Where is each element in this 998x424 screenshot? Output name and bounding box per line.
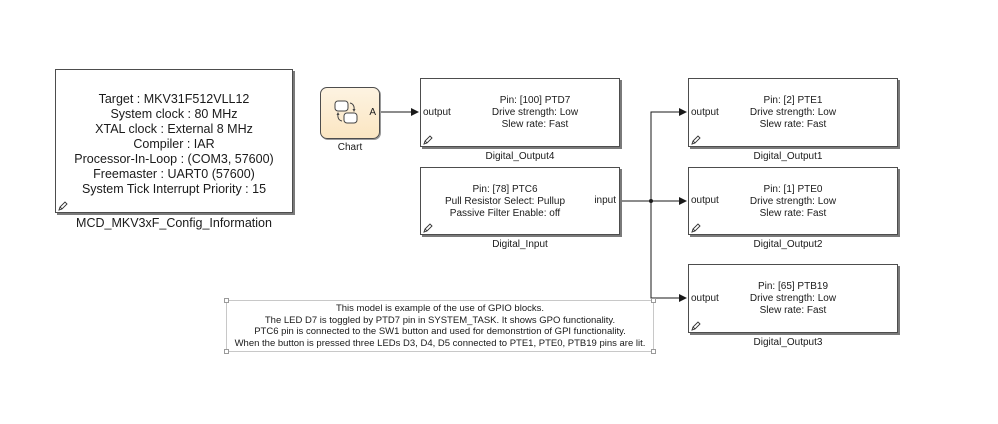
digital-output1-name[interactable]: Digital_Output1 (753, 151, 823, 162)
digital-output2-pin: Pin: [1] PTE0 (763, 184, 823, 195)
config-line-pil: Processor-In-Loop : (COM3, 57600) (74, 152, 274, 166)
digital-output2-block[interactable]: output Pin: [1] PTE0 Drive strength: Low… (688, 167, 898, 235)
config-line-compiler: Compiler : IAR (133, 137, 215, 151)
mask-pencil-icon (691, 135, 701, 145)
digital-output1-block[interactable]: output Pin: [2] PTE1 Drive strength: Low… (688, 78, 898, 147)
digital-input-filter: Passive Filter Enable: off (449, 208, 561, 219)
digital-output2-port: output (691, 195, 719, 206)
digital-output3-name[interactable]: Digital_Output3 (753, 337, 823, 348)
config-line-target: Target : MKV31F512VLL12 (98, 92, 250, 106)
digital-output1-slew: Slew rate: Fast (759, 119, 827, 130)
digital-input-pull: Pull Resistor Select: Pullup (444, 196, 566, 207)
signal-branch-output1[interactable] (650, 108, 687, 201)
digital-input-name[interactable]: Digital_Input (492, 239, 548, 250)
mask-pencil-icon (58, 201, 68, 211)
digital-output4-drive: Drive strength: Low (491, 107, 579, 118)
digital-output4-block[interactable]: output Pin: [100] PTD7 Drive strength: L… (420, 78, 620, 147)
annotation-resize-handle-br[interactable] (651, 349, 656, 354)
annotation-resize-handle-tl[interactable] (224, 298, 229, 303)
digital-output4-name[interactable]: Digital_Output4 (485, 151, 555, 162)
stateflow-chart-icon (334, 100, 358, 124)
digital-output4-slew: Slew rate: Fast (501, 119, 569, 130)
annotation-line-4: When the button is pressed three LEDs D3… (234, 337, 646, 349)
digital-input-block[interactable]: input Pin: [78] PTC6 Pull Resistor Selec… (420, 167, 620, 235)
digital-output1-port: output (691, 107, 719, 118)
branch-point (649, 199, 653, 203)
config-line-system-clock: System clock : 80 MHz (110, 107, 238, 121)
config-info-block[interactable]: Target : MKV31F512VLL12 System clock : 8… (55, 69, 293, 213)
mask-pencil-icon (423, 135, 433, 145)
digital-input-pin: Pin: [78] PTC6 (472, 184, 538, 195)
mask-pencil-icon (691, 223, 701, 233)
annotation-line-2: The LED D7 is toggled by PTD7 pin in SYS… (264, 314, 616, 326)
digital-output1-drive: Drive strength: Low (749, 107, 837, 118)
digital-input-port: input (594, 195, 616, 206)
chart-port-a: A (369, 107, 376, 118)
annotation-box[interactable]: This model is example of the use of GPIO… (226, 300, 654, 352)
config-line-systick: System Tick Interrupt Priority : 15 (81, 182, 267, 196)
digital-output3-slew: Slew rate: Fast (759, 305, 827, 316)
config-line-xtal-clock: XTAL clock : External 8 MHz (95, 122, 253, 136)
digital-output3-port: output (691, 293, 719, 304)
digital-output3-drive: Drive strength: Low (749, 293, 837, 304)
annotation-line-1: This model is example of the use of GPIO… (335, 303, 545, 314)
digital-output3-block[interactable]: output Pin: [65] PTB19 Drive strength: L… (688, 264, 898, 333)
mask-pencil-icon (423, 223, 433, 233)
digital-output1-pin: Pin: [2] PTE1 (763, 95, 823, 106)
digital-output4-pin: Pin: [100] PTD7 (499, 95, 571, 106)
digital-output3-pin: Pin: [65] PTB19 (757, 281, 829, 292)
annotation-resize-handle-tr[interactable] (651, 298, 656, 303)
chart-block[interactable]: A (320, 87, 380, 139)
annotation-resize-handle-bl[interactable] (224, 349, 229, 354)
digital-output2-name[interactable]: Digital_Output2 (753, 239, 823, 250)
digital-output2-drive: Drive strength: Low (749, 196, 837, 207)
chart-block-name[interactable]: Chart (337, 142, 363, 153)
annotation-line-3: PTC6 pin is connected to the SW1 button … (254, 326, 626, 337)
config-line-freemaster: Freemaster : UART0 (57600) (93, 167, 255, 181)
digital-output4-port: output (423, 107, 451, 118)
signal-branch-output3[interactable] (650, 201, 687, 302)
mask-pencil-icon (691, 321, 701, 331)
config-block-name[interactable]: MCD_MKV3xF_Config_Information (76, 216, 272, 230)
digital-output2-slew: Slew rate: Fast (759, 208, 827, 219)
